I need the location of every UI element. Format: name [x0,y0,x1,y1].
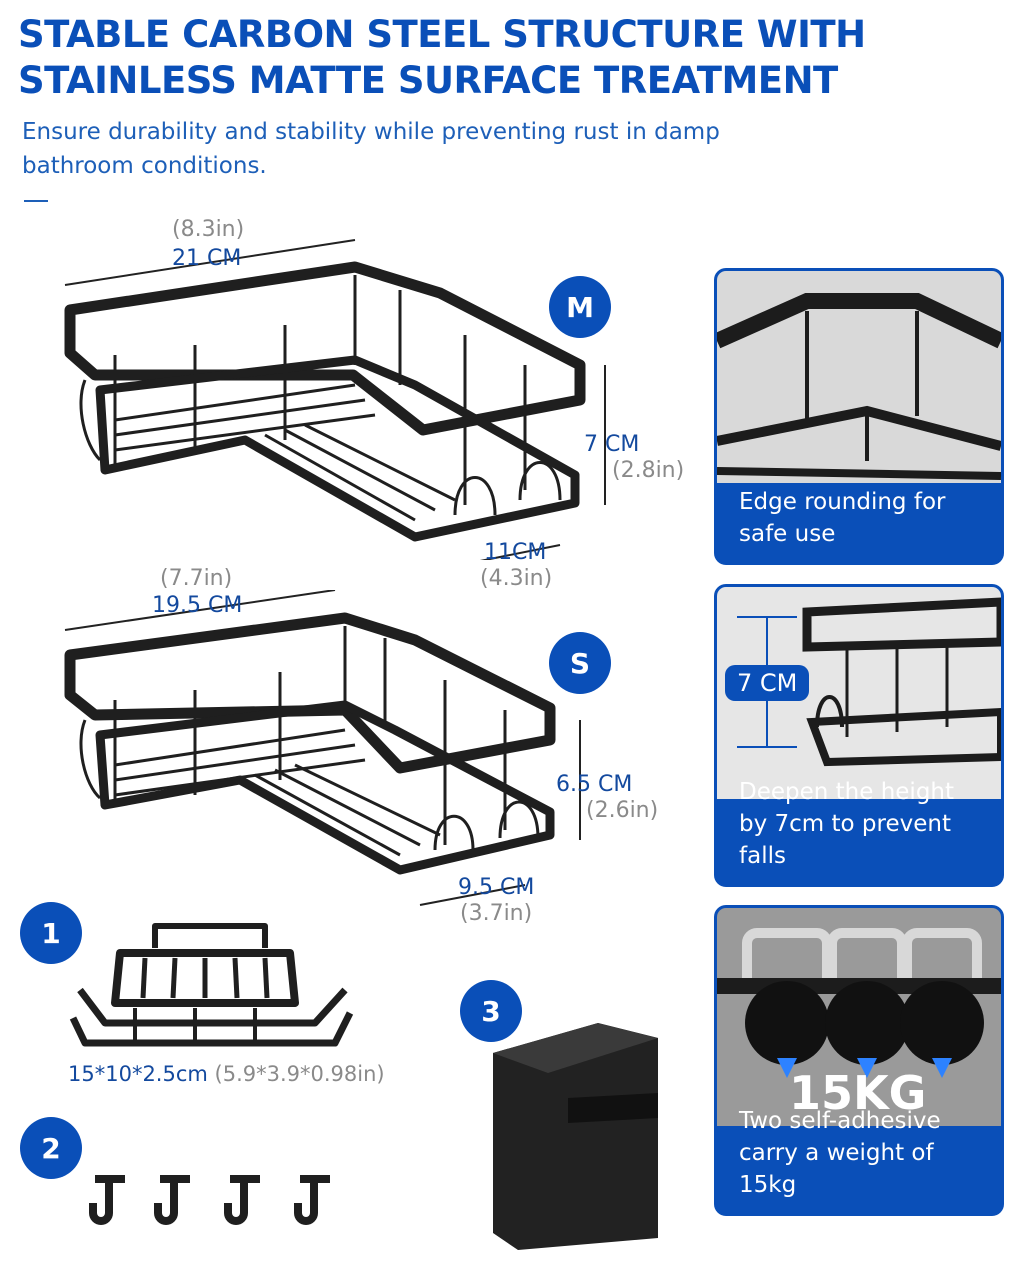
rack-s-height-in: (2.6in) [586,798,659,823]
accessory-badge-1: 1 [20,902,82,964]
rack-m-illustration [64,239,606,560]
rack-m-width-cm: 21 CM [172,246,242,271]
rack-s-height-cm: 6.5 CM [556,772,633,797]
feature-panel-height: 7 CM Deepen the height by 7cm to prevent… [714,584,1004,887]
edge-caption: Edge rounding for safe use [739,489,946,547]
rack-m-depth-in: (4.3in) [480,566,553,591]
size-badge-m: M [549,276,611,338]
rack-m-height-in: (2.8in) [612,458,685,483]
accessory-1-size-in: (5.9*3.9*0.98in) [214,1062,385,1086]
feature-panel-weight: 15KG Two self-adhesive carry a weight of… [714,905,1004,1216]
page-subtitle: Ensure durability and stability while pr… [22,119,720,179]
height-caption: Deepen the height by 7cm to prevent fall… [739,779,955,869]
rack-s-width-in: (7.7in) [160,566,233,591]
edge-rounding-photo [717,271,1001,483]
accessory-1-size: 15*10*2.5cm (5.9*3.9*0.98in) [68,1062,385,1086]
size-badge-s: S [549,632,611,694]
divider [24,200,48,202]
rack-s-width-cm: 19.5 CM [152,593,243,618]
accessory-badge-3: 3 [460,980,522,1042]
rack-m-width-in: (8.3in) [172,217,245,242]
rack-s-depth-in: (3.7in) [460,901,533,926]
height-overlay-label: 7 CM [725,665,810,701]
rack-s-depth-cm: 9.5 CM [458,875,535,900]
title-line-2: STAINLESS MATTE SURFACE TREATMENT [18,59,838,102]
title-line-1: STABLE CARBON STEEL STRUCTURE WITH [18,13,866,56]
weight-photo [717,908,1001,1126]
accessory-badge-2: 2 [20,1117,82,1179]
feature-panel-edge: Edge rounding for safe use [714,268,1004,565]
rack-s-illustration [64,590,581,906]
weight-overlay-label: 15KG [789,1066,927,1120]
trash-bin-illustration [493,1023,658,1250]
rack-m-depth-cm: 11CM [484,540,547,565]
rack-m-height-cm: 7 CM [584,432,640,457]
accessory-1-size-cm: 15*10*2.5cm [68,1062,208,1086]
soap-holder-illustration [69,923,354,1047]
hooks-illustration [89,1175,330,1225]
page-title: STABLE CARBON STEEL STRUCTURE WITH STAIN… [18,12,1018,104]
weight-caption: Two self-adhesive carry a weight of 15kg [739,1108,941,1198]
